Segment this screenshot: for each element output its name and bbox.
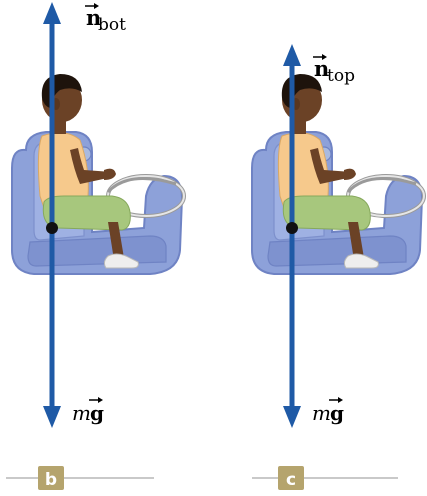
panel-tag-label-c: c xyxy=(286,470,296,490)
normal-arrowhead-c xyxy=(283,44,301,66)
normal-force-label-b: n bot xyxy=(85,3,126,35)
panel-b: n bot m g b xyxy=(6,2,184,490)
panel-tag-c: c xyxy=(252,466,398,490)
normal-arrowhead-b xyxy=(43,2,61,24)
normal-force-label-c: n top xyxy=(313,54,355,86)
weight-coefficient-b: m xyxy=(72,401,91,425)
weight-arrowhead-b xyxy=(43,406,61,428)
center-of-mass-dot-c xyxy=(286,222,298,234)
rider-figure-b xyxy=(12,74,184,274)
panel-c: n top m g c xyxy=(252,44,424,490)
panel-tag-label-b: b xyxy=(45,470,57,490)
normal-force-subscript-b: bot xyxy=(98,15,126,35)
normal-force-subscript-c: top xyxy=(327,66,355,86)
center-of-mass-dot-b xyxy=(46,222,58,234)
weight-coefficient-c: m xyxy=(312,401,331,425)
panel-tag-b: b xyxy=(6,466,154,490)
weight-label-c: m g xyxy=(312,397,344,425)
rider-figure-c xyxy=(252,74,424,274)
weight-symbol-c: g xyxy=(330,401,344,425)
weight-symbol-b: g xyxy=(90,401,104,425)
weight-arrowhead-c xyxy=(283,406,301,428)
weight-label-b: m g xyxy=(72,397,104,425)
